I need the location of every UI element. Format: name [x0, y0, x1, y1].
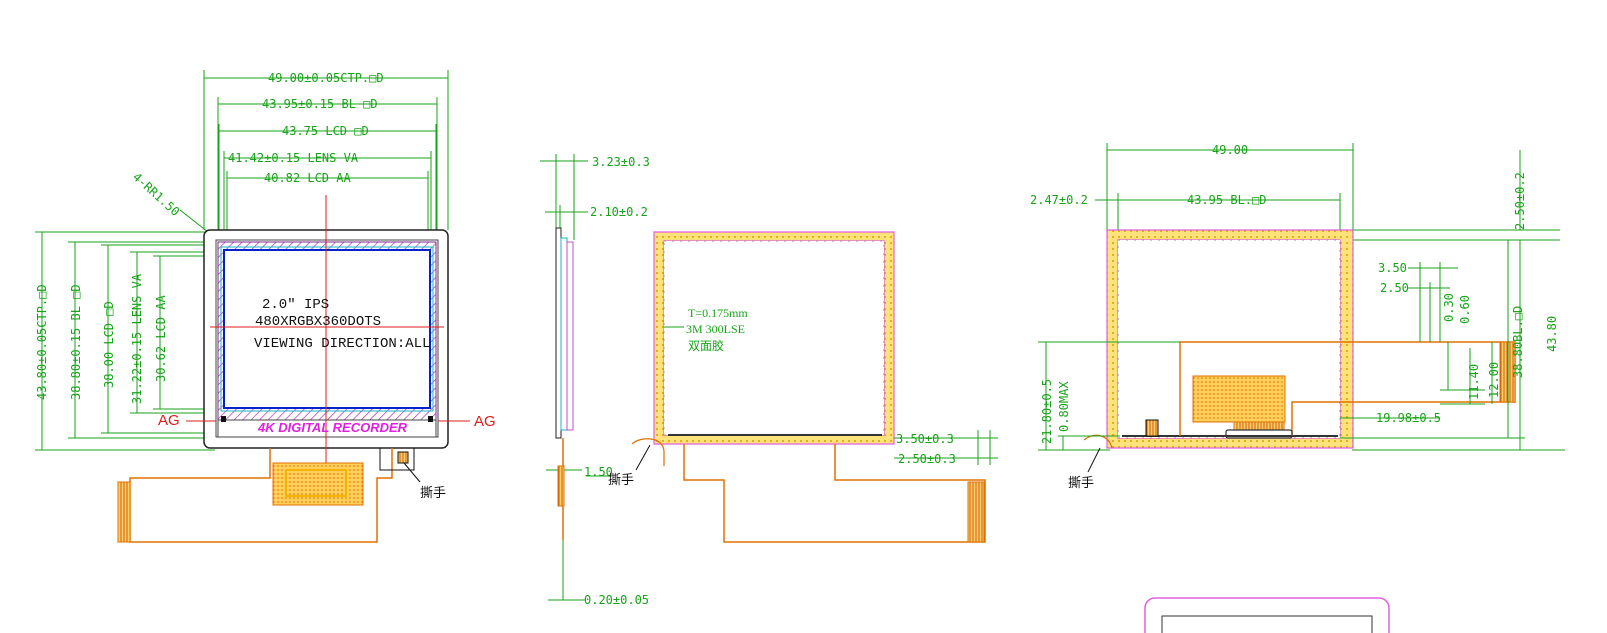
label-tear-tab-front: 撕手	[420, 486, 446, 501]
note-tape-type: 双面胶	[688, 338, 724, 353]
dim-back-fpc-pos: 21.80±0.5	[1040, 379, 1054, 444]
dim-back-height: 43.80	[1545, 316, 1559, 352]
label-tear-tab-side: 撕手	[608, 473, 634, 488]
tear-tab-leader	[403, 462, 421, 483]
dim-back-width: 49.00	[1212, 143, 1248, 157]
dim-body-thickness: 2.10±0.2	[590, 205, 648, 219]
dim-back-030: 0.30	[1442, 293, 1456, 322]
dim-back-250: 2.50	[1380, 281, 1409, 295]
tape-inner-opening	[663, 240, 885, 436]
back-right-dimension-lines	[1340, 240, 1565, 451]
dim-bl-od-vertical: 38.80±0.15 BL □D	[69, 284, 83, 400]
bottom-partial-inner	[1161, 615, 1373, 633]
tape-fpc	[631, 438, 986, 543]
dim-total-thickness: 3.23±0.3	[592, 155, 650, 169]
side-ctp-layer	[555, 227, 562, 439]
dim-tape-d1: 3.50±0.3	[896, 432, 954, 446]
dim-back-1140: 11.40	[1467, 364, 1481, 400]
dim-lcd-od-vertical: 38.00 LCD □D	[102, 301, 116, 388]
side-view: 3.23±0.3 2.10±0.2 1.50 0.20±0.05	[540, 154, 650, 607]
dim-lcd-aa-vertical: 30.62 LCD AA	[154, 295, 168, 382]
corner-radius-leader	[179, 209, 209, 233]
dim-lens-va-vertical: 31.22±0.15 LENS VA	[130, 273, 144, 404]
dim-back-350: 3.50	[1378, 261, 1407, 275]
dim-bl-od: 43.95±0.15 BL □D	[262, 97, 378, 111]
dim-back-060: 0.60	[1458, 295, 1472, 324]
dim-back-fpc-max: 0.80MAX	[1057, 381, 1071, 432]
note-panel-size: 2.0″ IPS	[262, 297, 329, 313]
dim-lcd-od: 43.75 LCD □D	[282, 124, 369, 138]
label-tear-tab-back: 撕手	[1068, 476, 1094, 491]
side-lcd-layer	[560, 237, 568, 431]
dim-back-fpc-x: 19.98±0.5	[1376, 411, 1441, 425]
tape-dimension-lines	[894, 430, 998, 465]
dim-back-left-gap: 2.47±0.2	[1030, 193, 1088, 207]
side-fpc-connector	[557, 465, 565, 507]
dim-back-1200: 12.00	[1487, 362, 1501, 398]
note-resolution: 480XRGBX360DOTS	[255, 314, 381, 330]
ag-mark-right	[428, 416, 433, 422]
note-tape-thickness: T=0.175mm	[688, 306, 748, 320]
tape-tear-tab-leader	[635, 444, 651, 471]
bottom-partial-view	[1144, 597, 1390, 633]
note-viewing-direction: VIEWING DIRECTION:ALL	[254, 336, 430, 352]
back-tear-tab-leader	[1087, 447, 1101, 473]
dim-fpc-thickness: 0.20±0.05	[584, 593, 649, 607]
label-ag-left: AG	[158, 412, 180, 429]
lens-view-area	[220, 246, 434, 412]
side-backlight-layer	[566, 241, 574, 431]
note-tape-material: 3M 300LSE	[686, 322, 745, 336]
back-top-dimension-lines	[1095, 143, 1560, 241]
dim-lens-va: 41.42±0.15 LENS VA	[228, 151, 359, 165]
back-left-dimension-lines	[1038, 341, 1180, 451]
tape-view: T=0.175mm 3M 300LSE 双面胶 3.50±0.3 2.50±0.…	[608, 231, 998, 543]
dim-ctp-od: 49.00±0.05CTP.□D	[268, 71, 384, 85]
dim-corner-radius: 4-RR1.50	[130, 170, 182, 219]
back-view: 49.00 43.95 BL.□D 2.47±0.2 2.50±0.2	[1030, 143, 1565, 633]
ag-mark-left	[221, 416, 226, 422]
front-view: 49.00±0.05CTP.□D 43.95±0.15 BL □D 43.75 …	[35, 70, 496, 543]
front-fpc	[117, 448, 415, 543]
dim-tape-d2: 2.50±0.3	[898, 452, 956, 466]
dim-back-top-gap: 2.50±0.2	[1513, 172, 1527, 230]
lcd-active-area	[223, 249, 431, 409]
label-ag-right: AG	[474, 413, 496, 430]
dim-lcd-aa: 40.82 LCD AA	[264, 171, 351, 185]
dim-back-bl-vertical: 38.80BL.□D	[1511, 306, 1525, 378]
front-left-dimension-lines	[35, 231, 226, 451]
dim-back-bl-od: 43.95 BL.□D	[1187, 193, 1266, 207]
dim-ctp-od-vertical: 43.80±0.05CTP.□D	[35, 284, 49, 400]
bottom-ledge	[217, 419, 437, 438]
brand-label: 4K DIGITAL RECORDER	[257, 420, 408, 435]
